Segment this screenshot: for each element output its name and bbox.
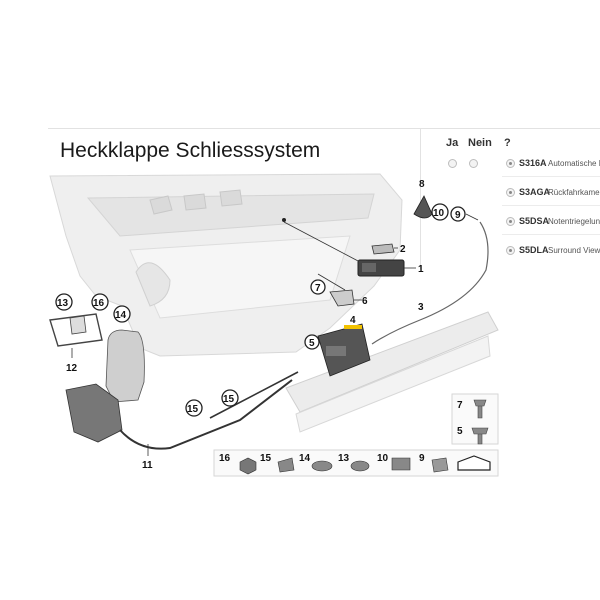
spring-nut-icon: [391, 457, 411, 471]
legend-13: 13: [338, 453, 350, 464]
header-info: ?: [504, 137, 511, 149]
callout-circle: [185, 399, 203, 417]
radio-option[interactable]: [506, 217, 515, 226]
option-desc: Surround View: [548, 246, 600, 255]
header-divider: [48, 128, 600, 129]
callout-6: 6: [362, 296, 368, 307]
radio-option[interactable]: [506, 188, 515, 197]
cable-11: [119, 379, 293, 450]
legend-16: 16: [219, 453, 231, 464]
callout-5: 5: [309, 338, 315, 349]
nut-icon: [239, 457, 257, 475]
mount-point: [282, 218, 286, 222]
callout-circle: [431, 203, 449, 221]
part-4-tag: [344, 325, 362, 329]
cable-15: [209, 371, 299, 419]
part-11-drive: [65, 383, 123, 443]
flange-nut-icon: [350, 460, 370, 472]
option-code: S3AGA: [519, 187, 551, 197]
option-row: S5DSA Notentriegelun: [420, 216, 600, 236]
part-1-switch: [357, 259, 405, 277]
callout-circle: [310, 279, 326, 295]
page-title: Heckklappe Schliesssystem: [60, 139, 321, 162]
legend-14: 14: [299, 453, 311, 464]
part-6-bracket: [329, 289, 355, 307]
part-8-handle: [413, 195, 433, 219]
bolt-icon: [471, 427, 489, 445]
callout-10: 10: [433, 208, 445, 219]
grommet-icon: [431, 457, 449, 473]
option-code: S5DLA: [519, 245, 549, 255]
callout-15b: 15: [223, 394, 235, 405]
legend-7: 7: [457, 400, 463, 411]
header-ja: Ja: [446, 137, 459, 149]
part-14-reservoir: [105, 329, 145, 403]
callout-circle: [55, 293, 73, 311]
callout-circle: [91, 293, 109, 311]
callout-circle: [450, 206, 466, 222]
part-2-bracket: [371, 243, 395, 255]
leader-line: [283, 221, 361, 263]
callout-14: 14: [115, 310, 127, 321]
panel-divider: [420, 129, 421, 269]
callout-1: 1: [418, 264, 424, 275]
row-divider: [502, 234, 600, 235]
options-panel: Ja Nein ? S316A Automatische H S3AGA Rüc…: [420, 129, 600, 269]
option-row: S5DLA Surround View: [420, 245, 600, 265]
legend-10: 10: [377, 453, 389, 464]
clip-icon: [277, 457, 295, 473]
leader-line: [465, 213, 479, 221]
callout-4: 4: [350, 315, 356, 326]
option-row: S316A Automatische H: [420, 158, 600, 178]
radio-option[interactable]: [506, 246, 515, 255]
cable-3: [371, 221, 489, 345]
legend-9: 9: [419, 453, 425, 464]
tailgate-cutouts: [149, 189, 243, 215]
callout-12: 12: [66, 363, 78, 374]
callout-2: 2: [400, 244, 406, 255]
radio-ja[interactable]: [448, 159, 457, 168]
callout-11: 11: [142, 460, 153, 471]
part-12-bracket: [49, 313, 103, 347]
option-desc: Notentriegelun: [548, 217, 600, 226]
washer-nut-icon: [311, 460, 333, 472]
row-divider: [502, 205, 600, 206]
screw-icon: [473, 399, 487, 419]
sealant-icon: [457, 455, 491, 471]
callout-circle: [221, 389, 239, 407]
tailgate-lamp-recess: [135, 262, 171, 307]
radio-nein[interactable]: [469, 159, 478, 168]
option-code: S316A: [519, 158, 547, 168]
crossmember-panel: [295, 335, 491, 433]
callout-8: 8: [419, 179, 425, 190]
lower-crossmember: [285, 311, 499, 413]
legend-15: 15: [260, 453, 272, 464]
callout-circle: [304, 334, 320, 350]
row-divider: [502, 176, 600, 177]
callout-9: 9: [455, 210, 461, 221]
callout-15a: 15: [187, 404, 199, 415]
callout-circle: [113, 305, 131, 323]
legend-5: 5: [457, 426, 463, 437]
option-desc: Automatische H: [548, 159, 600, 168]
callout-13: 13: [57, 298, 69, 309]
radio-option[interactable]: [506, 159, 515, 168]
leader-line: [317, 273, 346, 291]
header-nein: Nein: [468, 137, 492, 149]
callout-3: 3: [418, 302, 424, 313]
callout-16: 16: [93, 298, 105, 309]
option-row: S3AGA Rückfahrkame: [420, 187, 600, 207]
option-desc: Rückfahrkame: [548, 188, 600, 197]
callout-7: 7: [315, 283, 321, 294]
option-code: S5DSA: [519, 216, 550, 226]
